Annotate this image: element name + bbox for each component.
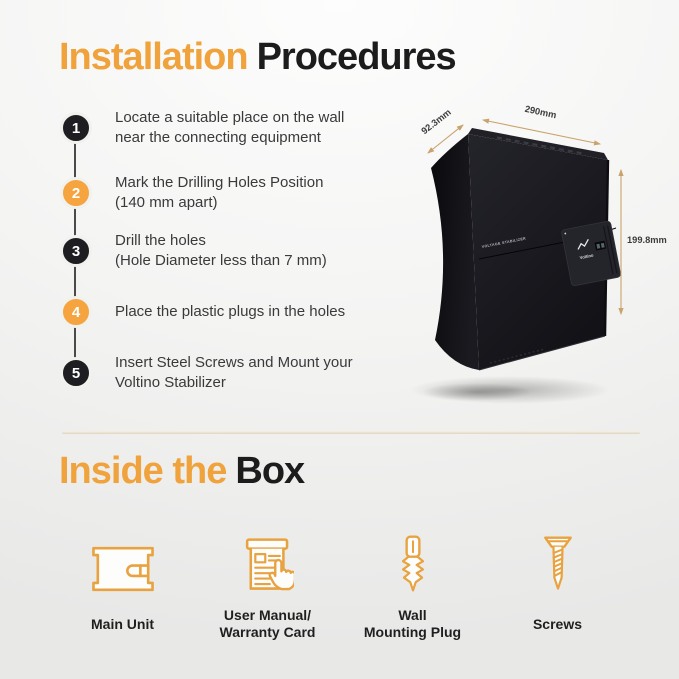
stabilizer-unit: VOLTAGE STABILIZER Voltino	[431, 128, 621, 371]
step-4: 4 Place the plastic plugs in the holes	[60, 296, 345, 328]
main-unit-label: Main Unit	[91, 615, 154, 632]
depth-dimension-label: 92.3mm	[419, 107, 452, 136]
bottom-vent-dots	[489, 348, 546, 364]
step-5-number-badge: 5	[60, 357, 92, 389]
screws-label: Screws	[532, 615, 583, 632]
step-5-text: Insert Steel Screws and Mount your Volti…	[115, 354, 353, 391]
stabilizer-side-face	[431, 134, 479, 370]
stabilizer-top-vents	[496, 136, 584, 155]
inside-box-title-accent: Inside the	[59, 450, 227, 492]
wall-plug-label: Wall Mounting Plug	[363, 607, 462, 640]
step-1: 1 Locate a suitable place on the wall ne…	[60, 108, 344, 148]
box-contents-row: Main Unit User M	[50, 534, 630, 642]
panel-indicator-dot	[564, 232, 567, 235]
step-4-number-badge: 4	[60, 296, 92, 328]
section-divider	[62, 431, 640, 434]
pointing-hand-icon	[268, 559, 294, 591]
wall-mounting-plug-icon	[398, 534, 428, 594]
step-5: 5 Insert Steel Screws and Mount your Vol…	[60, 353, 353, 393]
step-2-text: Mark the Drilling Holes Position (140 mm…	[115, 174, 324, 211]
width-dimension-arrow	[481, 118, 602, 146]
step-3-number-badge: 3	[60, 235, 92, 267]
installation-title-accent: Installation	[59, 36, 249, 78]
box-item-main-unit: Main Unit	[50, 534, 195, 642]
step-2: 2 Mark the Drilling Holes Position (140 …	[60, 173, 323, 213]
box-item-user-manual: User Manual/ Warranty Card	[195, 534, 340, 642]
screw-threads	[551, 548, 564, 577]
installation-title-rest: Procedures	[256, 36, 457, 78]
width-dimension-label: 290mm	[524, 104, 557, 120]
step-2-number-badge: 2	[60, 177, 92, 209]
box-item-wall-plug: Wall Mounting Plug	[340, 534, 485, 642]
user-manual-label: User Manual/ Warranty Card	[219, 607, 316, 640]
stabilizer-front-face	[468, 134, 608, 370]
control-panel: Voltino	[561, 220, 621, 287]
height-dimension-label: 199.8mm	[627, 235, 667, 245]
user-manual-icon	[242, 534, 294, 594]
step-1-text: Locate a suitable place on the wall near…	[115, 109, 345, 146]
screws-icon	[542, 534, 574, 594]
main-unit-icon	[90, 534, 156, 594]
front-bottom-edge-highlight	[478, 335, 606, 371]
step-3-text: Drill the holes (Hole Diameter less than…	[115, 232, 327, 269]
digital-display	[593, 240, 607, 252]
box-item-screws: Screws	[485, 534, 630, 642]
step-4-text: Place the plastic plugs in the holes	[115, 303, 346, 320]
inside-box-title-rest: Box	[235, 450, 305, 492]
product-shadow	[410, 376, 610, 404]
step-3: 3 Drill the holes (Hole Diameter less th…	[60, 231, 327, 271]
step-1-number-badge: 1	[60, 112, 92, 144]
brand-name-text: Voltino	[579, 253, 594, 261]
brand-logo-icon	[577, 238, 589, 250]
front-seam-line	[478, 241, 566, 260]
depth-dimension-arrow	[427, 124, 464, 154]
stabilizer-product-illustration: VOLTAGE STABILIZER Voltino 92.3mm	[410, 104, 667, 404]
